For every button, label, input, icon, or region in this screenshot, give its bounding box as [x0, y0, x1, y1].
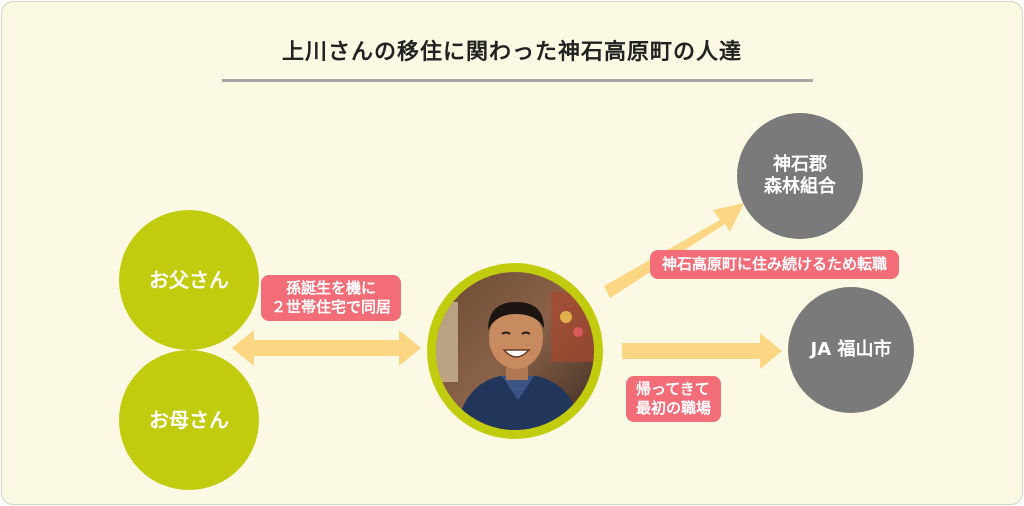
father-label: お父さん — [149, 267, 229, 292]
ja-edge-label-line1: 帰ってきて — [636, 380, 710, 398]
ja-label: JA 福山市 — [810, 338, 892, 360]
page-title: 上川さんの移住に関わった神石高原町の人達 — [281, 40, 742, 65]
family-edge-label: 孫誕生を機に ２世帯住宅で同居 — [261, 275, 402, 321]
forestry-label-line1: 神石郡 — [773, 153, 827, 175]
family-edge-label-line1: 孫誕生を機に — [286, 279, 377, 297]
forestry-label-line2: 森林組合 — [764, 176, 836, 197]
father-node: お父さん — [119, 210, 259, 350]
family-edge-label-line2: ２世帯住宅で同居 — [271, 297, 392, 316]
person-node — [427, 263, 603, 439]
ja-edge-label: 帰ってきて 最初の職場 — [626, 376, 722, 422]
forestry-node: 神石郡 森林組合 — [737, 113, 863, 239]
ja-node: JA 福山市 — [788, 287, 914, 413]
forestry-edge-label-text: 神石高原町に住み続けるため転職 — [662, 255, 888, 273]
ja-arrow — [622, 333, 782, 369]
title-divider — [222, 79, 813, 82]
forestry-edge-label: 神石高原町に住み続けるため転職 — [650, 250, 900, 279]
smiling-man-photo-icon — [436, 272, 594, 430]
family-double-arrow — [232, 330, 421, 366]
mother-label: お母さん — [149, 407, 229, 432]
ja-edge-label-line2: 最初の職場 — [636, 398, 712, 417]
mother-node: お母さん — [119, 350, 259, 490]
